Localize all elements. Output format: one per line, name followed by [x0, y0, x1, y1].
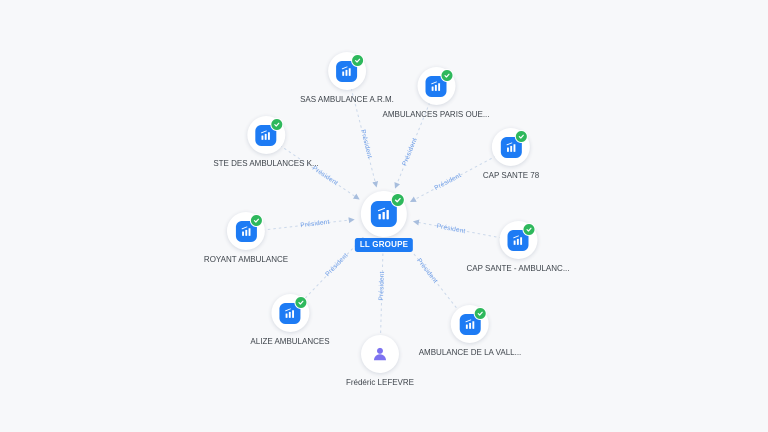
company-icon: [425, 75, 447, 97]
company-icon: [336, 60, 358, 82]
edge-label-president: Président: [377, 270, 387, 301]
company-node-bubble[interactable]: [451, 305, 489, 343]
company-node[interactable]: ALIZE AMBULANCES: [250, 294, 330, 346]
company-icon: [235, 220, 257, 242]
node-label: ROYANT AMBULANCE: [203, 255, 289, 264]
node-label: ALIZE AMBULANCES: [250, 337, 330, 346]
company-node-bubble[interactable]: [270, 294, 309, 332]
company-icon: [507, 229, 529, 251]
company-node-bubble[interactable]: [491, 128, 530, 166]
node-label: Frédéric LEFEVRE: [345, 378, 415, 387]
verified-check-icon: [390, 193, 405, 207]
verified-check-icon: [351, 54, 364, 67]
company-node[interactable]: AMBULANCE DE LA VALL...: [418, 305, 522, 357]
node-label: CAP SANTE - AMBULANC...: [466, 264, 570, 273]
node-label: STE DES AMBULANCES K...: [213, 159, 319, 168]
verified-check-icon: [270, 118, 283, 131]
company-node[interactable]: AMBULANCES PARIS OUE...: [383, 67, 490, 119]
person-node-bubble[interactable]: [361, 335, 399, 373]
verified-check-icon: [514, 130, 528, 143]
node-label: AMBULANCES PARIS OUE...: [382, 110, 490, 119]
company-node[interactable]: STE DES AMBULANCES K...: [213, 116, 319, 168]
company-node-bubble[interactable]: [247, 116, 285, 154]
node-label: CAP SANTE 78: [482, 171, 540, 180]
center-node-label: LL GROUPE: [354, 238, 414, 252]
company-node-bubble[interactable]: [417, 67, 455, 105]
company-node-bubble[interactable]: [499, 221, 537, 259]
verified-check-icon: [522, 223, 535, 236]
company-node-bubble[interactable]: [226, 212, 265, 250]
person-node[interactable]: Frédéric LEFEVRE: [346, 335, 414, 387]
company-icon: [255, 124, 277, 146]
edge: [265, 135, 360, 200]
node-label: SAS AMBULANCE A.R.M.: [300, 95, 394, 104]
company-icon: [459, 313, 481, 335]
verified-check-icon: [249, 214, 263, 227]
company-icon: [500, 136, 522, 158]
edge: [409, 147, 512, 203]
company-node[interactable]: ROYANT AMBULANCE: [204, 212, 288, 264]
verified-check-icon: [440, 69, 453, 82]
company-node[interactable]: CAP SANTE - AMBULANC...: [467, 221, 570, 273]
company-node[interactable]: CAP SANTE 78: [483, 128, 539, 180]
center-node[interactable]: LL GROUPE: [354, 191, 414, 252]
verified-check-icon: [293, 296, 307, 309]
person-icon: [370, 344, 390, 364]
company-node[interactable]: SAS AMBULANCE A.R.M.: [300, 52, 394, 104]
company-icon: [279, 302, 301, 324]
center-node-bubble[interactable]: [360, 191, 407, 237]
node-label: AMBULANCE DE LA VALL...: [418, 348, 522, 357]
company-node-bubble[interactable]: [328, 52, 366, 90]
verified-check-icon: [474, 307, 487, 320]
